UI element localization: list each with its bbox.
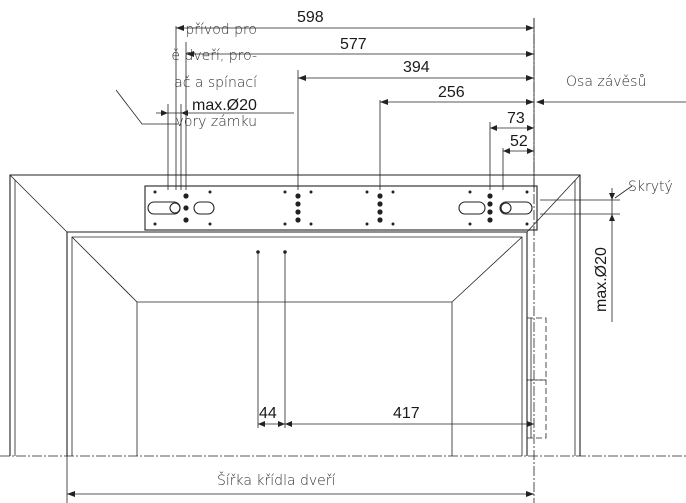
arrow-394-left	[298, 75, 306, 81]
dim-394-label: 394	[403, 59, 430, 76]
arrow-52-left	[503, 148, 510, 154]
arrow-394-right	[526, 75, 534, 81]
hinge-blocks	[526, 317, 547, 439]
dim-256-label: 256	[438, 84, 465, 101]
arrow-73-right	[527, 125, 534, 131]
frame-diag-tl	[9, 174, 68, 233]
dim-73-label: 73	[507, 110, 525, 127]
arrow-d20-side-bottom	[609, 214, 615, 221]
dim-52-label: 52	[510, 133, 528, 150]
slot-left-1	[147, 201, 181, 215]
hinge-block-upper	[526, 317, 547, 381]
arrow-44-left	[258, 421, 265, 427]
hidden-label-leader	[614, 185, 633, 199]
dim-d20-side-label: max.Ø20	[593, 247, 610, 312]
arrow-598-right	[526, 25, 534, 31]
note-line-4: vory zámku	[176, 114, 257, 130]
recess-left	[71, 236, 138, 456]
door-width-dimension: Šířka křídla dveří	[66, 456, 534, 503]
arrow-d20-a	[161, 110, 168, 116]
slot-left-2	[193, 201, 215, 215]
slot-right-2	[499, 201, 533, 215]
note-leader-line	[115, 89, 178, 125]
plate-outline	[144, 185, 538, 231]
arrow-256-left	[380, 99, 388, 105]
mounting-plate	[144, 185, 538, 231]
arrow-577-left	[186, 51, 194, 57]
frame-inner-2	[71, 236, 523, 456]
arrow-d20-side-top	[609, 193, 615, 200]
hinge-block-lower	[526, 379, 547, 439]
dim-577-label: 577	[340, 36, 367, 53]
screw-holes	[153, 190, 529, 226]
hidden-annotation: Skrytý max.Ø20	[540, 179, 673, 322]
cable-hole-left	[169, 202, 181, 214]
note-line-2: ě dveří, pro-	[171, 48, 257, 64]
cable-hole-right	[500, 202, 512, 214]
arrow-577-right	[526, 51, 534, 57]
hinge-axis-arrow	[536, 99, 544, 105]
hidden-label: Skrytý	[628, 179, 673, 195]
hinge-axis-label: Osa závěsů	[566, 74, 646, 90]
dim-598-label: 598	[297, 9, 324, 26]
arrow-door-right	[526, 491, 534, 497]
frame-outer	[9, 174, 581, 456]
dim-d20-top-label: max.Ø20	[192, 97, 257, 114]
dim-417-label: 417	[393, 405, 420, 422]
arrow-d20-b	[181, 110, 188, 116]
slot-right-1	[458, 201, 486, 215]
frame-diag-tr	[526, 174, 581, 233]
arrow-256-right	[526, 99, 534, 105]
arrow-598-left	[176, 25, 184, 31]
hinge-axis: Osa závěsů	[533, 18, 686, 503]
door-frame	[0, 174, 686, 457]
frame-inner	[66, 231, 528, 456]
arrow-417-right	[527, 421, 534, 427]
arrow-52-right	[527, 148, 534, 154]
door-width-label: Šířka křídla dveří	[217, 471, 336, 489]
note-line-1: přívod pro	[185, 22, 257, 38]
arrow-417-left	[285, 421, 292, 427]
recess-right	[451, 236, 523, 456]
arrow-73-left	[490, 125, 497, 131]
arrow-door-left	[67, 491, 75, 497]
dim-44-label: 44	[259, 405, 277, 422]
lower-dimensions: 44 417	[256, 250, 534, 428]
arrow-44-right	[278, 421, 285, 427]
note-line-3: ač a spínací	[174, 75, 257, 91]
